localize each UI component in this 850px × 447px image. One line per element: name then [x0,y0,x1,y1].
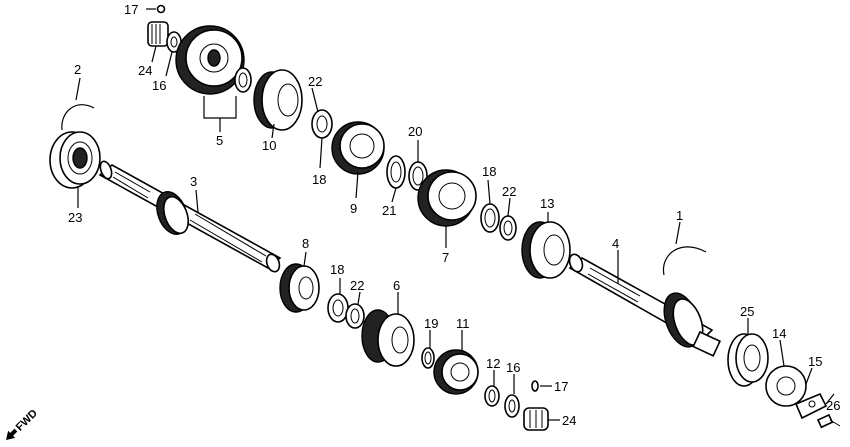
callout-14: 14 [772,326,786,341]
gear-part-6 [361,309,415,367]
plate-part-15 [794,392,828,420]
sprocket-part-14 [765,365,807,407]
callout-24-top: 24 [138,63,152,78]
needle-bearing-part-24-top [147,21,169,47]
callout-4: 4 [612,236,619,251]
callout-16-top: 16 [152,78,166,93]
callout-8: 8 [302,236,309,251]
callout-9: 9 [350,201,357,216]
callout-15: 15 [808,354,822,369]
callout-20: 20 [408,124,422,139]
callout-22-low: 22 [350,278,364,293]
fwd-arrow: FWD [6,407,40,440]
callout-17-top: 17 [124,2,138,17]
washer-part-18-mid [480,203,500,233]
bushing-part-top [234,67,252,93]
callout-17-low: 17 [554,379,568,394]
countershaft-part-4 [568,253,722,357]
gear-part-13 [521,221,571,279]
gear-part-7 [417,169,477,227]
washer-part-16-low [504,394,520,418]
snap-ring-part-1 [662,246,707,276]
gear-part-11 [433,349,479,395]
bearing-part-23 [49,131,101,189]
callout-22-top: 22 [308,74,322,89]
snap-ring-part-2 [61,104,95,131]
callout-23: 23 [68,210,82,225]
bolt-part-26 [816,413,841,429]
callout-21: 21 [382,203,396,218]
callout-labels: 17 24 16 5 10 22 18 9 20 21 18 22 7 13 2… [68,2,840,428]
callout-2: 2 [74,62,81,77]
gear-part-10 [253,69,303,131]
callout-18-mid: 18 [482,164,496,179]
callout-10: 10 [262,138,276,153]
callout-24-low: 24 [562,413,576,428]
mainshaft-part-3 [98,160,282,273]
washer-part-18-low [327,293,349,323]
leader-lines [75,8,835,421]
bushing-part-12 [484,385,500,407]
washer-part-16-top [166,31,182,53]
fwd-label: FWD [14,407,40,433]
callout-22-mid: 22 [502,184,516,199]
gear-part-5 [175,25,245,95]
bushing-part-22-low [345,303,365,329]
washer-part-19 [421,347,435,369]
callout-19: 19 [424,316,438,331]
callout-13: 13 [540,196,554,211]
bushing-part-22-mid [499,215,517,241]
callout-5: 5 [216,133,223,148]
callout-18-low: 18 [330,262,344,277]
callout-18-top: 18 [312,172,326,187]
callout-3: 3 [190,174,197,189]
callout-16-low: 16 [506,360,520,375]
callout-1: 1 [676,208,683,223]
callout-25: 25 [740,304,754,319]
callout-6: 6 [393,278,400,293]
gear-part-8 [279,263,320,313]
bushing-part-22-top [311,109,333,139]
small-part-17-low [531,380,539,392]
oil-seal-part-25 [727,333,769,387]
small-part-17-top [156,4,166,14]
callout-12: 12 [486,356,500,371]
callout-11: 11 [456,316,470,331]
needle-bearing-part-24-low [523,407,549,431]
callout-26: 26 [826,398,840,413]
callout-7: 7 [442,250,449,265]
washer-part-21 [386,155,406,189]
gear-part-9 [331,121,385,175]
